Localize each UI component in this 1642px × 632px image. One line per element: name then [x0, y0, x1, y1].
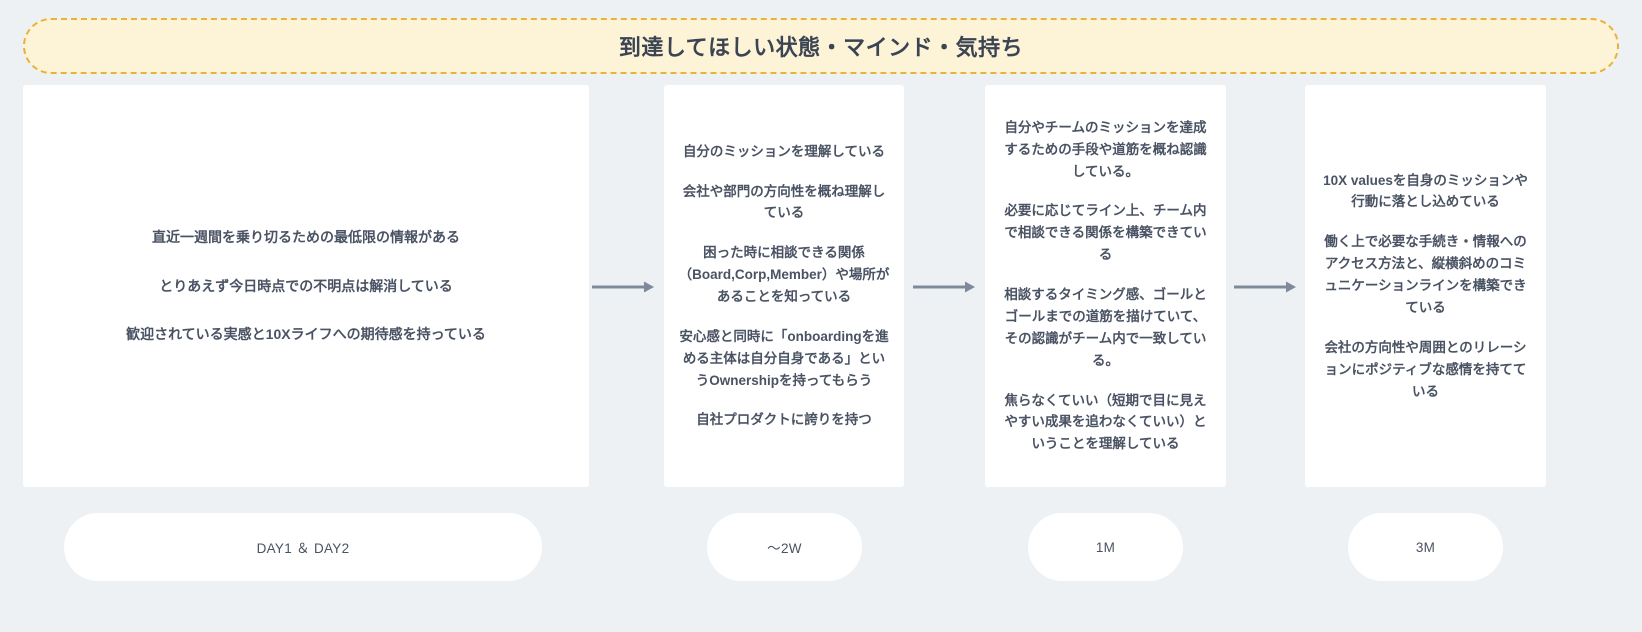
stage-2-item-2: 会社や部門の方向性を概ね理解している	[682, 183, 886, 221]
stage-card-2: 自分のミッションを理解している 会社や部門の方向性を概ね理解している 困った時に…	[664, 85, 904, 487]
arrow-stage1-to-stage2	[592, 280, 654, 294]
stage-1-item-2: とりあえず今日時点での不明点は解消している	[159, 277, 453, 294]
timeline-pill-2-label: 〜2W	[767, 541, 802, 556]
page-title: 到達してほしい状態・マインド・気持ち	[618, 35, 1024, 60]
stage-2-item-5: 自社プロダクトに誇りを持つ	[696, 412, 872, 428]
timeline-pill-4-label: 3M	[1415, 539, 1436, 555]
timeline-pill-4: 3M	[1348, 513, 1503, 581]
stage-1-item-1: 直近一週間を乗り切るための最低限の情報がある	[152, 229, 460, 246]
stage-card-4: 10X valuesを自身のミッションや行動に落とし込めている 働く上で必要な手…	[1305, 85, 1546, 487]
timeline-pill-2: 〜2W	[707, 513, 862, 581]
stage-2-item-3: 困った時に相談できる関係（Board,Corp,Member）や場所があることを…	[678, 245, 890, 304]
stage-3-item-2: 必要に応じてライン上、チーム内で相談できる関係を構築できている	[1004, 203, 1207, 263]
stage-card-3: 自分やチームのミッションを達成するための手段や道筋を概ね認識している。 必要に応…	[985, 85, 1226, 487]
timeline-pill-3-label: 1M	[1095, 539, 1116, 555]
stage-3-item-1: 自分やチームのミッションを達成するための手段や道筋を概ね認識している。	[1004, 119, 1207, 179]
stage-2-item-1: 自分のミッションを理解している	[682, 143, 886, 159]
timeline-pill-3: 1M	[1028, 513, 1183, 581]
stage-2-item-4: 安心感と同時に「onboardingを進める主体は自分自身である」というOwne…	[679, 328, 889, 388]
diagram-title-banner: 到達してほしい状態・マインド・気持ち	[23, 18, 1619, 74]
arrow-stage2-to-stage3	[913, 280, 975, 294]
stage-4-item-1: 10X valuesを自身のミッションや行動に落とし込めている	[1323, 172, 1528, 210]
stage-card-1: 直近一週間を乗り切るための最低限の情報がある とりあえず今日時点での不明点は解消…	[23, 85, 589, 487]
stage-4-item-2: 働く上で必要な手続き・情報へのアクセス方法と、縦横斜めのコミュニケーションライン…	[1324, 234, 1527, 315]
stage-3-item-3: 相談するタイミング感、ゴールとゴールまでの道筋を描けていて、その認識がチーム内で…	[1004, 287, 1207, 368]
stage-4-item-3: 会社の方向性や周囲とのリレーションにポジティブな感情を持てている	[1324, 339, 1527, 399]
stage-3-item-4: 焦らなくていい（短期で目に見えやすい成果を追わなくていい）ということを理解してい…	[1004, 392, 1207, 452]
timeline-pill-1-label: DAY1 ＆ DAY2	[256, 541, 350, 556]
arrow-stage3-to-stage4	[1234, 280, 1296, 294]
timeline-pill-1: DAY1 ＆ DAY2	[64, 513, 542, 581]
stage-1-item-3: 歓迎されている実感と10Xライフへの期待感を持っている	[126, 326, 486, 343]
